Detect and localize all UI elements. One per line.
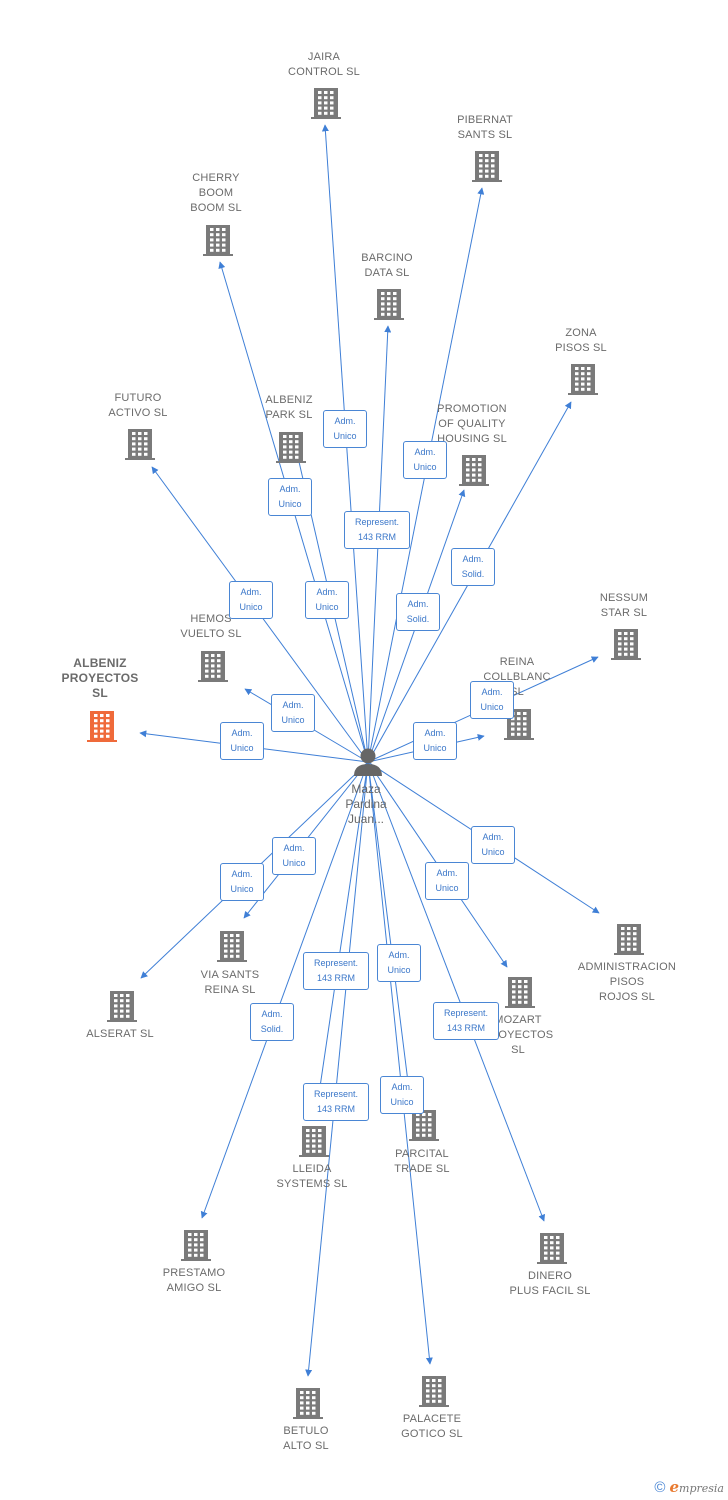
company-label-lleida[interactable]: LLEIDA SYSTEMS SL [276, 1163, 348, 1190]
company-label-administracion[interactable]: ADMINISTRACION PISOS ROJOS SL [577, 961, 677, 1003]
relation-label-promotion[interactable]: Adm. Solid. [396, 593, 440, 631]
dinero-building-icon[interactable] [537, 1233, 567, 1264]
brand-rest: mpresia [679, 1482, 724, 1495]
edge-parcital [367, 761, 413, 1099]
relation-label-dinero[interactable]: Represent. 143 RRM [433, 1002, 499, 1040]
relation-label-lleida[interactable]: Represent. 143 RRM [303, 952, 369, 990]
relation-label-prestamo[interactable]: Adm. Solid. [250, 1003, 294, 1041]
person-icon[interactable] [354, 748, 382, 777]
relation-label-mozart[interactable]: Adm. Unico [425, 862, 469, 900]
relation-label-palacete[interactable]: Adm. Unico [380, 1076, 424, 1114]
relation-label-betulo[interactable]: Represent. 143 RRM [303, 1083, 369, 1121]
brand-name: empresia [669, 1478, 724, 1496]
mozart-building-icon[interactable] [505, 977, 535, 1008]
relation-label-hemos[interactable]: Adm. Unico [271, 694, 315, 732]
alserat-building-icon[interactable] [107, 991, 137, 1022]
relation-label-parcital[interactable]: Adm. Unico [377, 944, 421, 982]
company-label-futuro[interactable]: FUTURO ACTIVO SL [108, 392, 168, 419]
company-label-palacete[interactable]: PALACETE GOTICO SL [401, 1413, 463, 1440]
relation-label-futuro[interactable]: Adm. Unico [229, 581, 273, 619]
relation-label-administracion[interactable]: Adm. Unico [471, 826, 515, 864]
relation-label-alserat[interactable]: Adm. Unico [220, 863, 264, 901]
company-label-mozart[interactable]: MOZART PROYECTOS SL [482, 1014, 554, 1056]
edge-lleida [313, 761, 369, 1115]
nodes-layer [87, 88, 644, 1419]
zona-building-icon[interactable] [568, 364, 598, 395]
relation-label-albeniz-park[interactable]: Adm. Unico [305, 581, 349, 619]
albeniz-park-building-icon[interactable] [276, 432, 306, 463]
reina-building-icon[interactable] [504, 709, 534, 740]
copyright-icon: © [654, 1479, 666, 1496]
company-label-nessum[interactable]: NESSUM STAR SL [599, 592, 649, 619]
brand-footer[interactable]: ©empresia [654, 1478, 724, 1496]
administracion-building-icon[interactable] [614, 924, 644, 955]
relation-label-barcino[interactable]: Represent. 143 RRM [344, 511, 410, 549]
company-label-zona[interactable]: ZONA PISOS SL [555, 327, 607, 354]
relation-label-cherry[interactable]: Adm. Unico [268, 478, 312, 516]
nessum-building-icon[interactable] [611, 629, 641, 660]
relation-label-zona[interactable]: Adm. Solid. [451, 548, 495, 586]
company-label-albeniz-park[interactable]: ALBENIZ PARK SL [265, 394, 313, 421]
edge-dinero [367, 761, 546, 1222]
company-label-dinero[interactable]: DINERO PLUS FACIL SL [509, 1270, 591, 1297]
hemos-building-icon[interactable] [198, 651, 228, 682]
barcino-building-icon[interactable] [374, 289, 404, 320]
palacete-building-icon[interactable] [419, 1376, 449, 1407]
jaira-building-icon[interactable] [311, 88, 341, 119]
company-label-jaira[interactable]: JAIRA CONTROL SL [288, 51, 360, 78]
company-label-alserat[interactable]: ALSERAT SL [86, 1028, 154, 1040]
company-label-via-sants[interactable]: VIA SANTS REINA SL [200, 969, 260, 996]
company-label-promotion[interactable]: PROMOTION OF QUALITY HOUSING SL [437, 403, 507, 445]
edge-betulo [305, 761, 369, 1377]
company-label-barcino[interactable]: BARCINO DATA SL [361, 252, 413, 279]
futuro-building-icon[interactable] [125, 429, 155, 460]
company-label-cherry[interactable]: CHERRY BOOM BOOM SL [190, 172, 242, 214]
relation-label-via-sants[interactable]: Adm. Unico [272, 837, 316, 875]
company-label-prestamo[interactable]: PRESTAMO AMIGO SL [162, 1267, 226, 1294]
edge-palacete [367, 761, 433, 1365]
person-name[interactable]: Maza Pardina Juan... [345, 782, 387, 826]
via-sants-building-icon[interactable] [217, 931, 247, 962]
relation-label-pibernat[interactable]: Adm. Unico [403, 441, 447, 479]
edge-prestamo [200, 761, 369, 1219]
company-label-pibernat[interactable]: PIBERNAT SANTS SL [457, 114, 513, 141]
company-label-hemos[interactable]: HEMOS VUELTO SL [180, 613, 242, 640]
cherry-building-icon[interactable] [203, 225, 233, 256]
parcital-building-icon[interactable] [409, 1110, 439, 1141]
albeniz-proyectos-building-icon[interactable] [87, 711, 117, 742]
company-label-betulo[interactable]: BETULO ALTO SL [283, 1425, 329, 1452]
prestamo-building-icon[interactable] [181, 1230, 211, 1261]
pibernat-building-icon[interactable] [472, 151, 502, 182]
lleida-building-icon[interactable] [299, 1126, 329, 1157]
relation-label-reina[interactable]: Adm. Unico [413, 722, 457, 760]
company-label-reina[interactable]: REINA COLLBLANC SL [483, 656, 551, 698]
relation-label-jaira[interactable]: Adm. Unico [323, 410, 367, 448]
company-label-parcital[interactable]: PARCITAL TRADE SL [394, 1148, 450, 1175]
company-label-albeniz-proyectos[interactable]: ALBENIZ PROYECTOS SL [61, 656, 139, 700]
brand-initial: e [669, 1478, 680, 1496]
relation-label-nessum[interactable]: Adm. Unico [470, 681, 514, 719]
promotion-building-icon[interactable] [459, 455, 489, 486]
betulo-building-icon[interactable] [293, 1388, 323, 1419]
relation-label-albeniz-proyectos[interactable]: Adm. Unico [220, 722, 264, 760]
